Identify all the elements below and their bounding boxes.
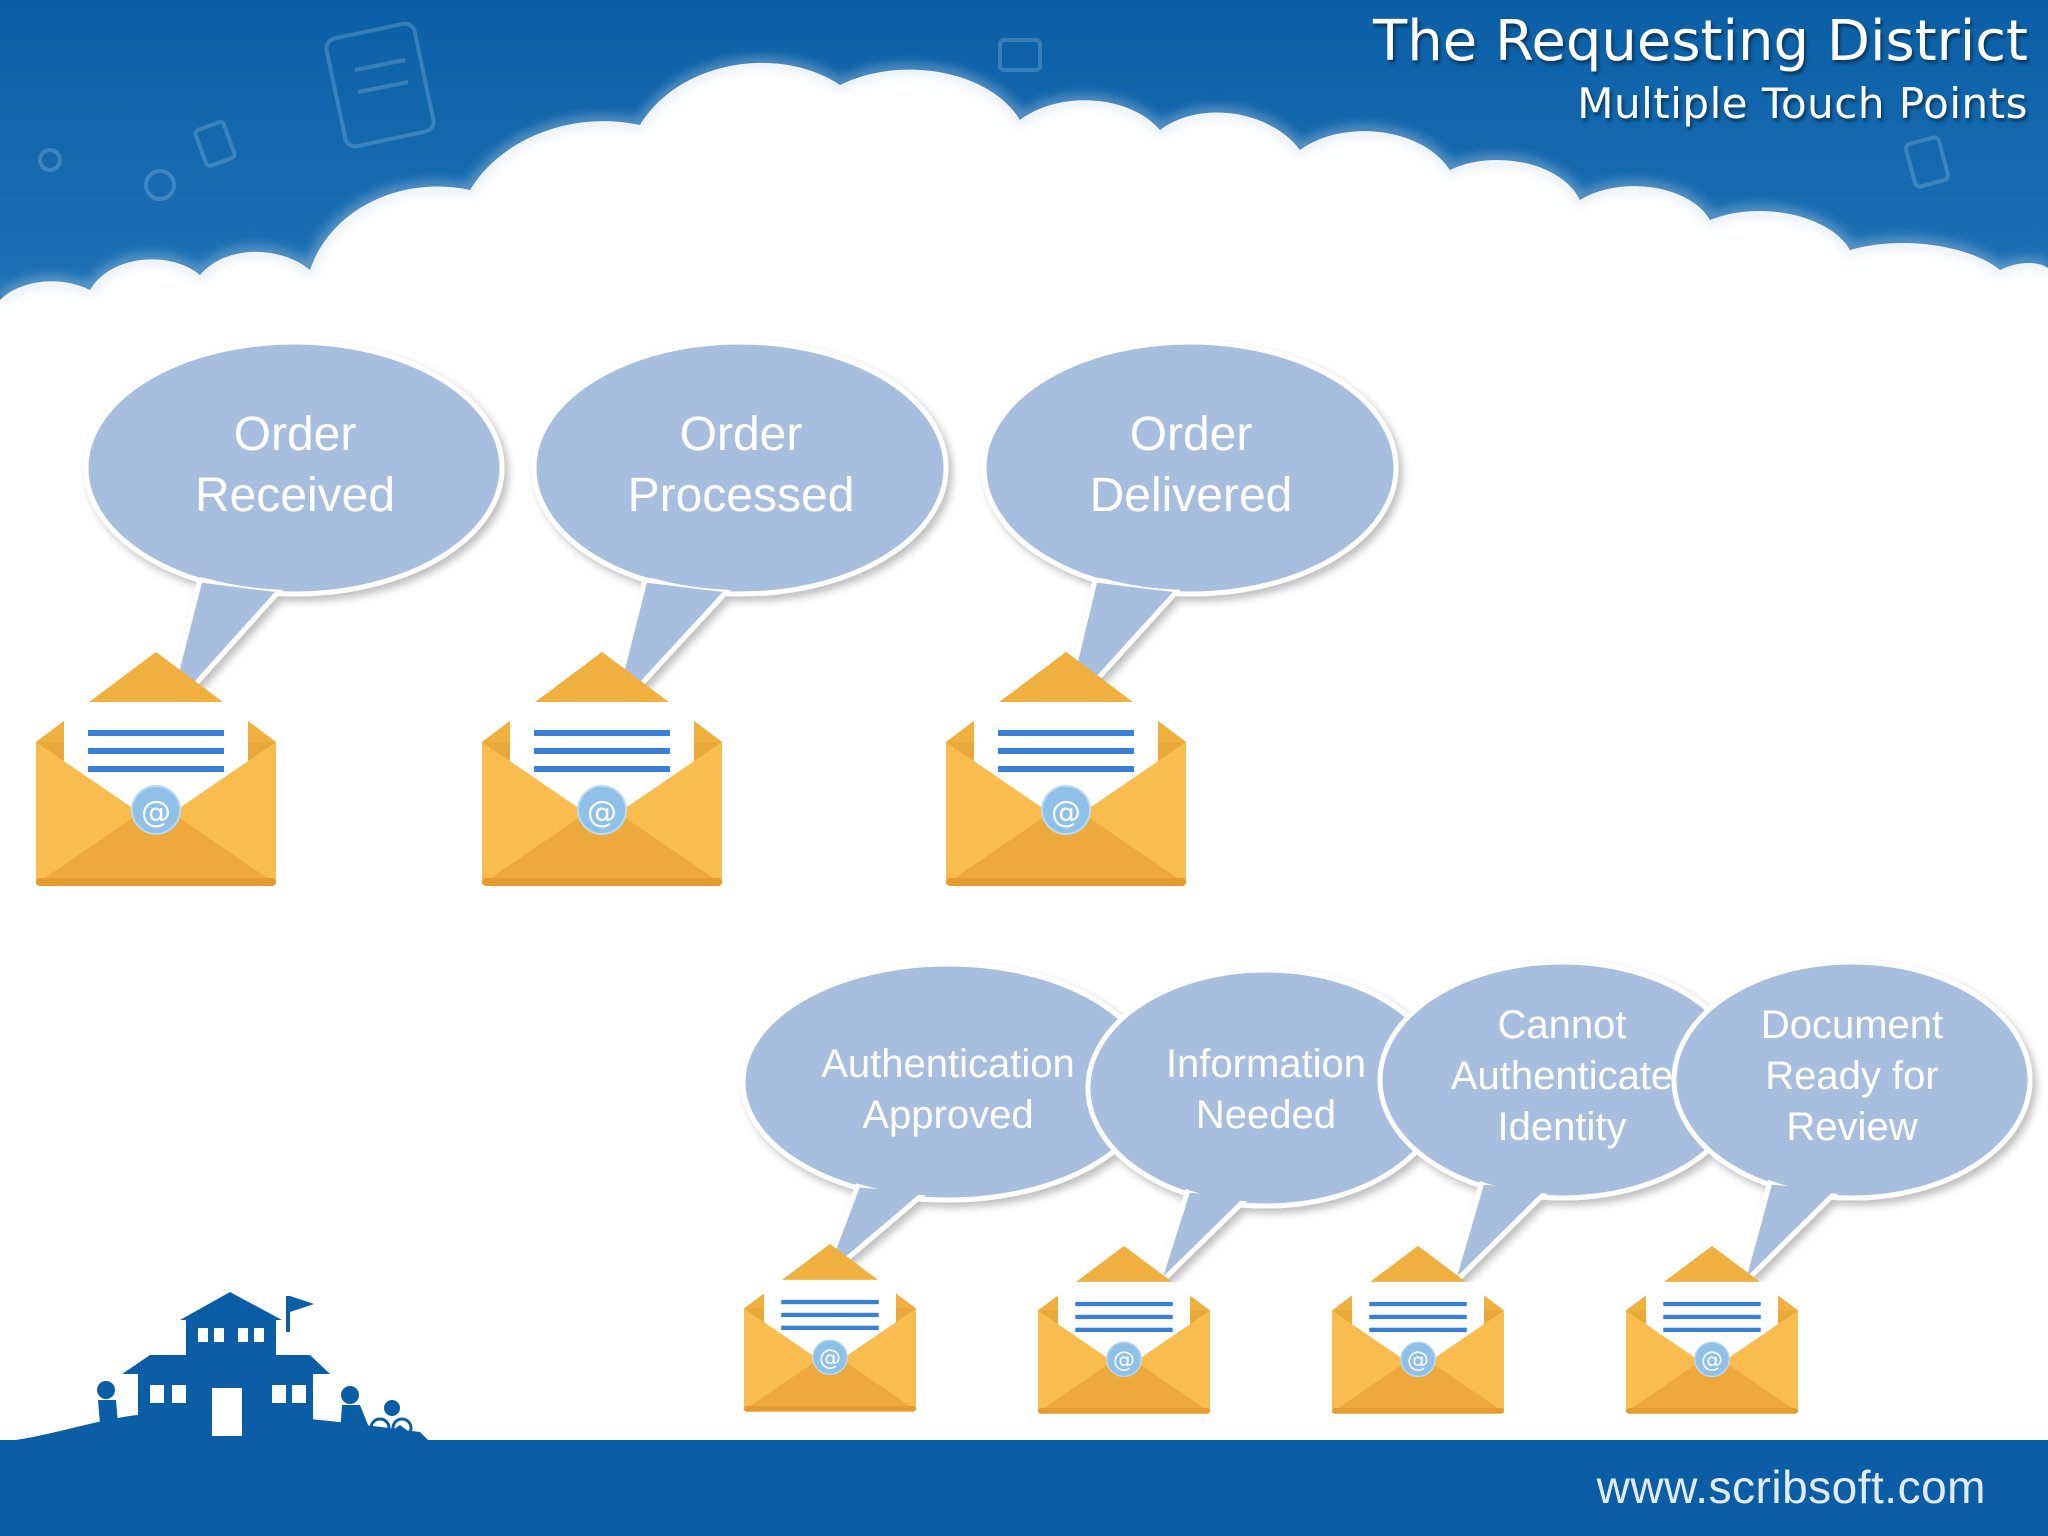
speech-bubble-cannot-authenticate [1377,959,1747,1288]
speech-bubble-order-processed [531,339,949,721]
at-symbols: @ @ @ @ @ @ @ [141,795,1723,1373]
at-symbol: @ [1113,1348,1135,1373]
footer-band [0,1440,2048,1536]
at-symbol: @ [587,795,617,830]
bubble-label-information-needed: Information Needed [1165,1042,1367,1137]
bubble-label-order-delivered: Order Delivered [1089,408,1293,522]
at-symbol: @ [1407,1348,1429,1373]
at-symbol: @ [141,795,171,830]
slide-title-block: The Requesting District Multiple Touch P… [1373,6,2028,130]
speech-bubble-order-delivered [981,339,1399,721]
at-symbol: @ [1701,1348,1723,1373]
speech-bubble-information-needed [1085,967,1447,1288]
at-symbol: @ [819,1346,841,1371]
bubble-label-order-received: Order Received [194,408,396,522]
footer-url: www.scribsoft.com [1596,1461,1986,1513]
bubble-label-document-ready-for-review: Document Ready for Review [1760,1002,1944,1149]
speech-bubble-order-received [83,339,505,721]
speech-bubble-document-ready [1671,959,2033,1288]
slide-subtitle: Multiple Touch Points [1577,79,2028,128]
slide-title: The Requesting District [1373,9,2028,74]
bubble-label-cannot-authenticate-identity: Cannot Authenticate Identity [1450,1002,1674,1149]
bubble-label-order-processed: Order Processed [627,408,855,522]
at-symbol: @ [1051,795,1081,830]
bottom-speech-bubbles [740,959,2033,1288]
bubble-label-authentication-approved: Authentication Approved [821,1042,1075,1137]
top-speech-bubbles [83,339,1399,721]
background-doodles [38,21,1950,201]
